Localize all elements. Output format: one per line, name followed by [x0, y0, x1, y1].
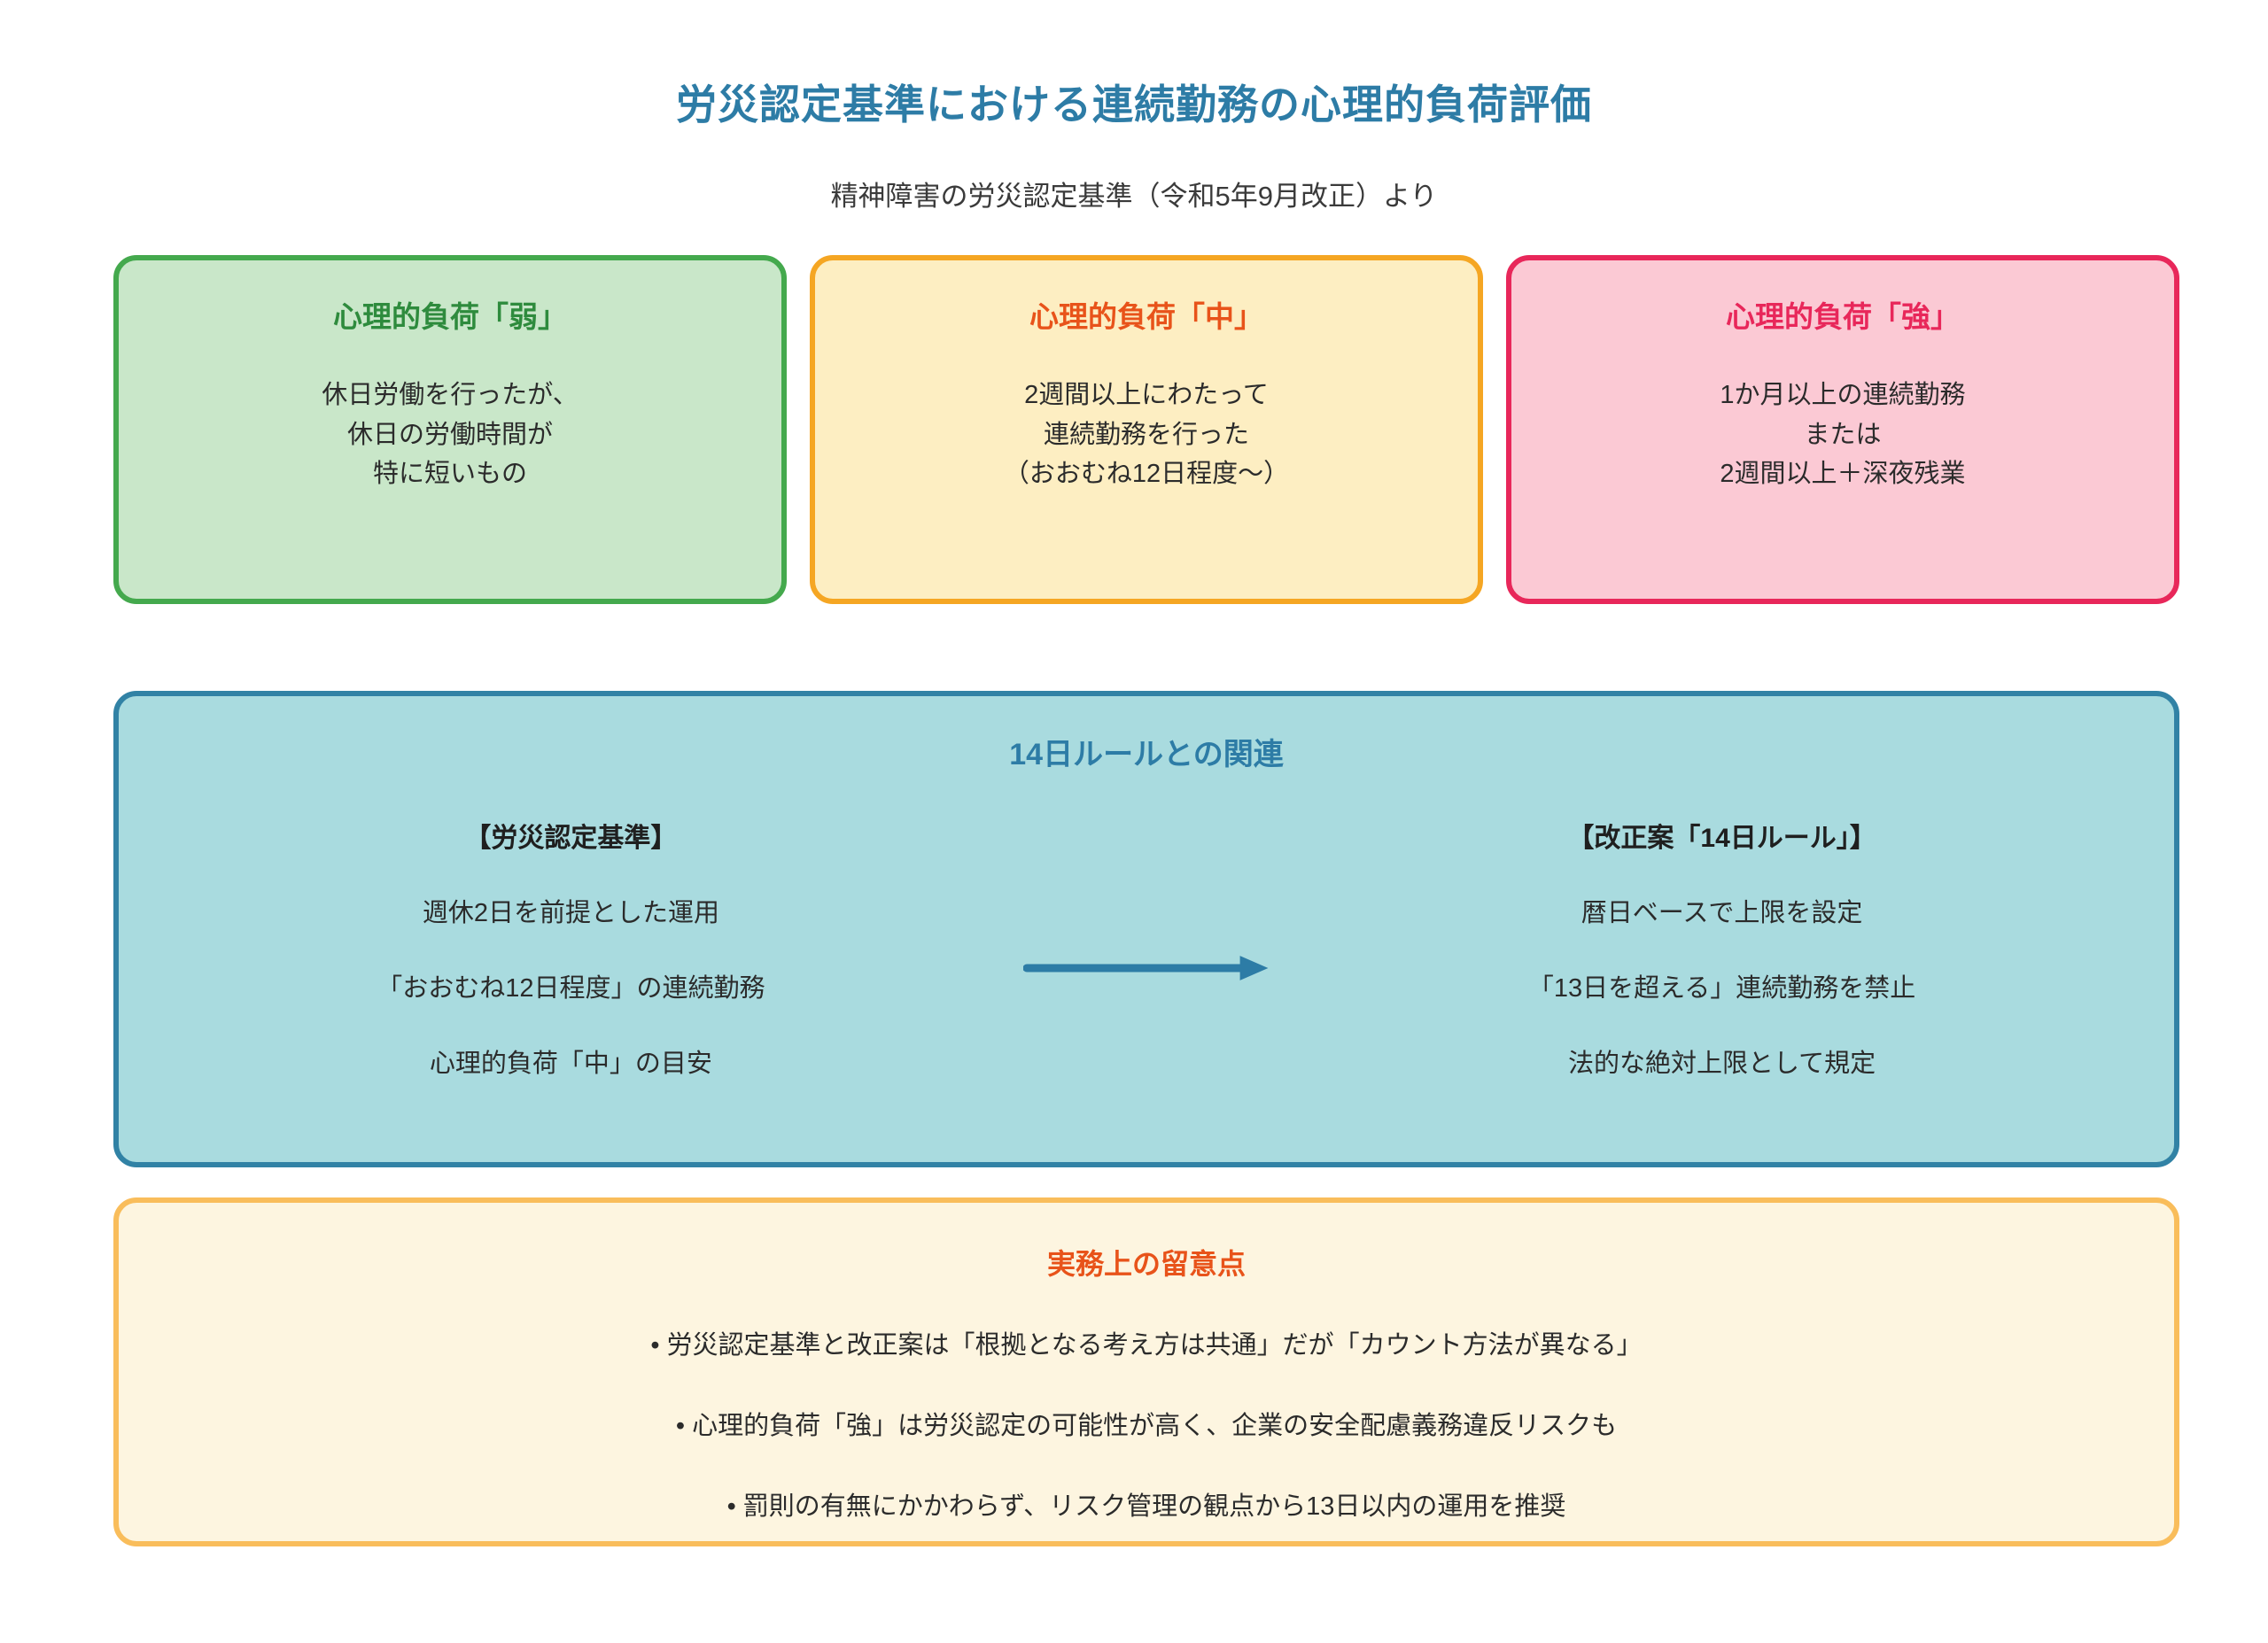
- relation-left-line-2: 「おおむね12日程度」の連続勤務: [377, 973, 765, 1003]
- stress-level-card-medium: 心理的負荷「中」 2週間以上にわたって 連続勤務を行った （おおむね12日程度〜…: [810, 255, 1483, 604]
- stress-level-title-weak: 心理的負荷「弱」: [333, 300, 567, 333]
- relation-column-right: 【改正案「14日ルール」】 暦日ベースで上限を設定 「13日を超える」連続勤務を…: [1270, 816, 2174, 1079]
- practical-notes-panel: 実務上の留意点 • 労災認定基準と改正案は「根拠となる考え方は共通」だが「カウン…: [113, 1197, 2179, 1546]
- relation-right-line-1: 暦日ベースで上限を設定: [1581, 899, 1863, 927]
- relation-right-line-3: 法的な絶対上限として規定: [1568, 1049, 1876, 1078]
- practical-notes-list: • 労災認定基準と改正案は「根拠となる考え方は共通」だが「カウント方法が異なる」…: [119, 1330, 2174, 1522]
- stress-level-body-strong: 1か月以上の連続勤務 または 2週間以上＋深夜残業: [1720, 380, 1966, 489]
- relation-panel: 14日ルールとの関連 【労災認定基準】 週休2日を前提とした運用 「おおむね12…: [113, 691, 2179, 1167]
- relation-right-line-2: 「13日を超える」連続勤務を禁止: [1527, 973, 1916, 1003]
- practical-notes-title: 実務上の留意点: [1046, 1248, 1246, 1280]
- stress-level-title-medium: 心理的負荷「中」: [1029, 300, 1263, 333]
- stress-level-title-strong: 心理的負荷「強」: [1726, 300, 1960, 333]
- list-item: • 労災認定基準と改正案は「根拠となる考え方は共通」だが「カウント方法が異なる」: [650, 1331, 1643, 1360]
- stress-level-cards: 心理的負荷「弱」 休日労働を行ったが、 休日の労働時間が 特に短いもの 心理的負…: [113, 255, 2179, 604]
- relation-left-line-1: 週休2日を前提とした運用: [422, 899, 719, 927]
- stress-level-body-weak: 休日労働を行ったが、 休日の労働時間が 特に短いもの: [322, 380, 579, 489]
- stress-level-card-weak: 心理的負荷「弱」 休日労働を行ったが、 休日の労働時間が 特に短いもの: [113, 255, 787, 604]
- list-item: • 心理的負荷「強」は労災認定の可能性が高く、企業の安全配慮義務違反リスクも: [675, 1411, 1618, 1440]
- right-arrow-icon: [1022, 956, 1269, 980]
- relation-left-heading: 【労災認定基準】: [464, 824, 678, 853]
- relation-arrow-container: [1022, 816, 1270, 986]
- relation-right-heading: 【改正案「14日ルール」】: [1567, 824, 1876, 853]
- relation-columns: 【労災認定基準】 週休2日を前提とした運用 「おおむね12日程度」の連続勤務 心…: [119, 816, 2174, 1079]
- relation-panel-title: 14日ルールとの関連: [1009, 738, 1284, 771]
- page-title: 労災認定基準における連続勤務の心理的負荷評価: [676, 81, 1592, 128]
- list-item: • 罰則の有無にかかわらず、リスク管理の観点から13日以内の運用を推奨: [726, 1492, 1566, 1521]
- page-subtitle: 精神障害の労災認定基準（令和5年9月改正）より: [830, 181, 1438, 212]
- stress-level-body-medium: 2週間以上にわたって 連続勤務を行った （おおむね12日程度〜）: [1003, 380, 1290, 489]
- relation-column-left: 【労災認定基準】 週休2日を前提とした運用 「おおむね12日程度」の連続勤務 心…: [119, 816, 1023, 1079]
- stress-level-card-strong: 心理的負荷「強」 1か月以上の連続勤務 または 2週間以上＋深夜残業: [1506, 255, 2179, 604]
- relation-left-line-3: 心理的負荷「中」の目安: [429, 1049, 712, 1078]
